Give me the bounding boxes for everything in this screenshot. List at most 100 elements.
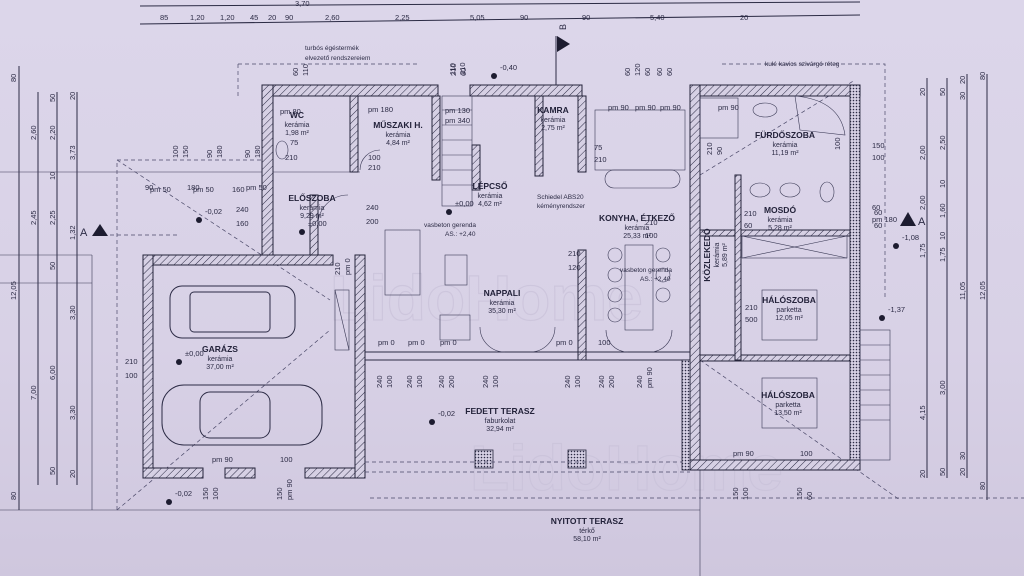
room-area: 1,98 m² bbox=[285, 130, 309, 137]
opening-dimension: 100 bbox=[280, 455, 293, 464]
opening-dimension: 160 bbox=[232, 185, 245, 194]
room-floor: kerámia bbox=[768, 217, 793, 224]
left-dimension: 2,45 bbox=[29, 210, 38, 225]
kitchen-counter bbox=[594, 109, 686, 171]
level-value: ±0,00 bbox=[308, 219, 327, 228]
room-name: MOSDÓ bbox=[764, 204, 797, 215]
stairs bbox=[441, 95, 891, 461]
level-marker-icon bbox=[299, 229, 305, 235]
bathtub bbox=[794, 95, 846, 136]
opening-dimension: 60 bbox=[744, 221, 752, 230]
opening-dimension: 100 bbox=[598, 338, 611, 347]
opening-dimension: pm 90 bbox=[608, 103, 629, 112]
top-dimension: 20 bbox=[740, 13, 748, 22]
left-dimension: 1,32 bbox=[68, 225, 77, 240]
right-dimension: 80 bbox=[978, 72, 987, 80]
opening-dimension: 120 bbox=[568, 263, 581, 272]
opening-dimension: pm 90 bbox=[212, 455, 233, 464]
right-dimension: 4,15 bbox=[918, 405, 927, 420]
opening-dimension: 75 bbox=[290, 138, 298, 147]
level-value: -0,02 bbox=[175, 489, 192, 498]
room-floor: kerámia bbox=[714, 242, 721, 267]
level-value: -1,08 bbox=[902, 233, 919, 242]
left-dimension: 80 bbox=[9, 492, 18, 500]
opening-dimension: 240 bbox=[405, 375, 414, 388]
watermark-upper: LidoHome bbox=[330, 262, 643, 334]
opening-dimension: 90 bbox=[715, 147, 724, 155]
opening-dimension: 240 bbox=[437, 375, 446, 388]
room-area: 25,33 m² bbox=[623, 233, 651, 240]
right-dimension: 20 bbox=[918, 88, 927, 96]
room-name: GARÁZS bbox=[202, 344, 238, 354]
opening-dimension: 100 bbox=[125, 371, 138, 380]
room-floor: kerámia bbox=[490, 300, 515, 307]
opening-dimension: pm 180 bbox=[872, 215, 897, 224]
right-dimension: 10 bbox=[938, 180, 947, 188]
left-dimension: 3,73 bbox=[68, 145, 77, 160]
opening-dimension: 210 bbox=[449, 63, 458, 76]
wardrobe bbox=[741, 235, 848, 259]
opening-dimension: 180 bbox=[187, 183, 200, 192]
room-area: 5,89 m² bbox=[722, 242, 729, 266]
opening-dimension: 100 bbox=[833, 137, 842, 150]
opening-dimension: pm 90 bbox=[285, 479, 294, 500]
room-name: KAMRA bbox=[537, 105, 569, 115]
room-area: 4,84 m² bbox=[386, 140, 410, 147]
opening-dimension: pm 50 bbox=[246, 183, 267, 192]
opening-dimension: 110 bbox=[448, 63, 457, 75]
opening-dimension: 60 bbox=[805, 492, 814, 500]
opening-dimension: pm 0 bbox=[343, 258, 352, 275]
room-floor: kerámia bbox=[478, 193, 503, 200]
right-dimension: 50 bbox=[938, 88, 947, 96]
right-dimension: 1,75 bbox=[938, 247, 947, 262]
level-marker-icon bbox=[429, 419, 435, 425]
opening-dimension: 120 bbox=[633, 63, 642, 76]
level-value: -0,02 bbox=[205, 207, 222, 216]
room-name: NAPPALI bbox=[484, 288, 521, 298]
opening-dimension: 200 bbox=[366, 217, 379, 226]
room-name: KONYHA, ÉTKEZŐ bbox=[599, 212, 675, 223]
opening-dimension: 210 bbox=[368, 163, 381, 172]
annotation-note: kulé kavics szivárgó réteg bbox=[765, 61, 840, 68]
left-dimension: 2,60 bbox=[29, 125, 38, 140]
terrace-outline bbox=[365, 351, 691, 473]
opening-dimension: 60 bbox=[459, 68, 468, 76]
room-area: 11,19 m² bbox=[771, 150, 799, 157]
left-dimension: 80 bbox=[9, 74, 18, 82]
top-dimension: 5,40 bbox=[650, 13, 665, 22]
right-dimension: 2,00 bbox=[918, 145, 927, 160]
roof-outline bbox=[116, 63, 1024, 511]
annotation-note: vasbeton gerenda bbox=[424, 222, 476, 229]
opening-dimension: 210 bbox=[744, 209, 757, 218]
top-dimension: 2,25 bbox=[395, 13, 410, 22]
top-dimension-lines bbox=[139, 1, 861, 25]
opening-dimension: 100 bbox=[872, 153, 885, 162]
room-name: ELŐSZOBA bbox=[288, 192, 335, 203]
opening-dimension: 60 bbox=[643, 68, 652, 76]
opening-dimension: pm 90 bbox=[718, 103, 739, 112]
left-dimension: 50 bbox=[48, 262, 57, 270]
opening-dimension: 150 bbox=[795, 487, 804, 500]
car-bottom bbox=[161, 384, 323, 446]
room-area: 37,00 m² bbox=[206, 364, 234, 371]
room-name: HÁLÓSZOBA bbox=[761, 389, 815, 400]
left-dimension: 7,00 bbox=[29, 385, 38, 400]
room-area: 32,94 m² bbox=[486, 426, 514, 433]
opening-dimension: 150 bbox=[275, 487, 284, 500]
room-floor: térkő bbox=[579, 528, 595, 535]
annotation-note: AS.: +2,40 bbox=[445, 231, 476, 238]
annotation-note: vasbeton gerenda bbox=[620, 267, 672, 274]
opening-dimension: 240 bbox=[635, 375, 644, 388]
top-dimension: 5,05 bbox=[470, 13, 485, 22]
room-area: 12,05 m² bbox=[775, 315, 803, 322]
room-name: FÜRDŐSZOBA bbox=[755, 129, 815, 140]
left-dimension: 50 bbox=[48, 467, 57, 475]
left-dimension: 6,00 bbox=[48, 365, 57, 380]
opening-dimension: 110 bbox=[301, 64, 310, 76]
opening-dimension: 60 bbox=[623, 68, 632, 76]
room-name: NYITOTT TERASZ bbox=[551, 516, 624, 526]
furniture bbox=[161, 95, 848, 446]
side-dimension-lines bbox=[0, 66, 988, 576]
room-name: LÉPCSŐ bbox=[473, 180, 508, 191]
